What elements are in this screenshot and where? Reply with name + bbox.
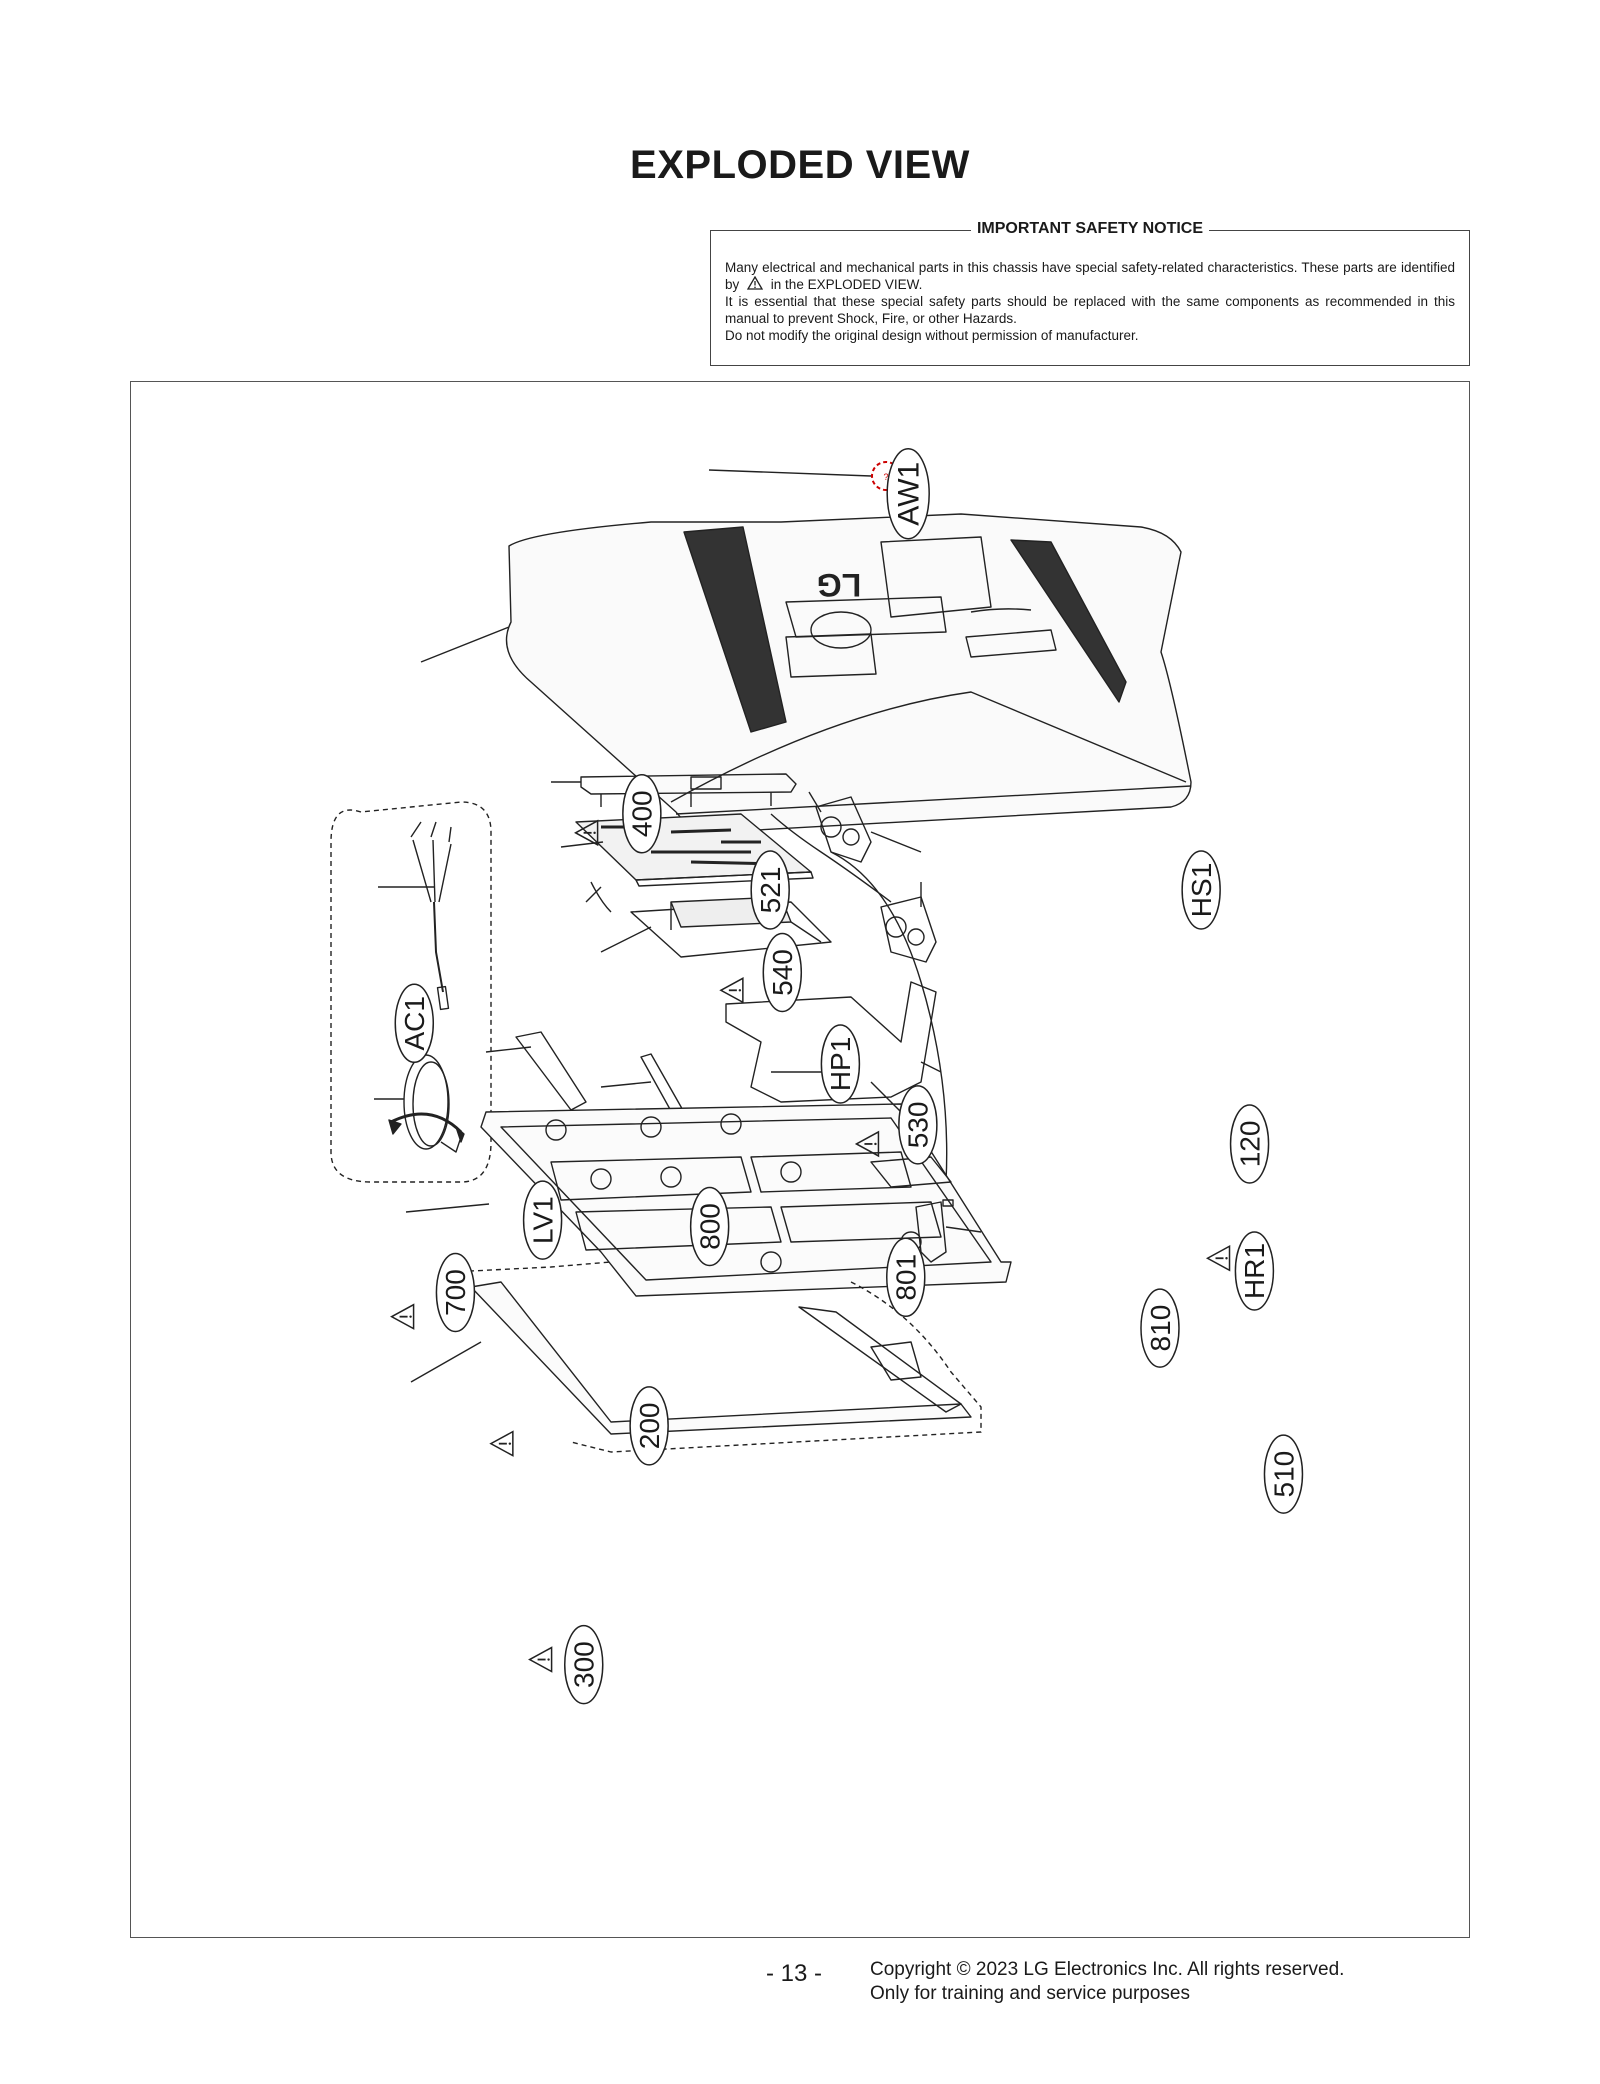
safety-warning-icon-700 xyxy=(390,1303,415,1330)
copyright-line: Copyright © 2023 LG Electronics Inc. All… xyxy=(870,1959,1345,1980)
safety-warning-icon-530 xyxy=(854,1130,880,1158)
copyright-notice: Copyright © 2023 LG Electronics Inc. All… xyxy=(870,1958,1344,2006)
callout-800: 800 xyxy=(689,1186,730,1267)
callout-label-700: 700 xyxy=(440,1269,471,1316)
callout-521: 521 xyxy=(750,850,790,930)
callout-540: 540 xyxy=(762,932,803,1013)
leader-510 xyxy=(945,1226,982,1233)
warning-triangle-icon xyxy=(747,276,764,290)
harness-hs1-part xyxy=(770,813,892,903)
harness-hr1-part xyxy=(830,851,948,1192)
safety-notice-paragraph-2: It is essential that these special safet… xyxy=(725,294,1455,326)
leader-hp1 xyxy=(585,886,602,903)
callout-200: 200 xyxy=(629,1386,669,1466)
leader-hr1 xyxy=(920,1061,942,1073)
callout-aw1: AW1 xyxy=(886,448,930,540)
bracket-part xyxy=(580,773,797,807)
callout-label-ac1: AC1 xyxy=(399,996,430,1050)
usage-note: Only for training and service purposes xyxy=(870,1983,1190,2004)
safety-notice-paragraph-1: Many electrical and mechanical parts in … xyxy=(725,259,1455,293)
safety-notice-box: IMPORTANT SAFETY NOTICE Many electrical … xyxy=(710,220,1470,366)
callout-810: 810 xyxy=(1140,1288,1180,1368)
callout-510: 510 xyxy=(1263,1434,1304,1514)
safety-warning-icon-120 xyxy=(1205,1244,1231,1272)
speaker-part-lower xyxy=(880,896,937,963)
callout-530: 530 xyxy=(898,1085,938,1165)
callout-hr1: HR1 xyxy=(1234,1231,1275,1311)
safety-notice-line1-pre: Many electrical and mechanical parts in … xyxy=(725,260,1455,292)
callout-label-lv1: LV1 xyxy=(527,1196,558,1244)
leader-801 xyxy=(600,1081,652,1088)
callout-700: 700 xyxy=(435,1252,476,1333)
callout-label-hs1: HS1 xyxy=(1186,863,1217,917)
callout-400: 400 xyxy=(622,774,662,854)
leader-400 xyxy=(420,626,510,663)
callout-label-521: 521 xyxy=(755,867,786,914)
callout-label-300: 300 xyxy=(569,1641,600,1688)
callout-hp1: HP1 xyxy=(820,1024,861,1104)
callout-120: 120 xyxy=(1229,1104,1270,1184)
callout-801: 801 xyxy=(886,1237,926,1318)
aw1-marker-symbol: ? xyxy=(883,472,888,482)
safety-notice-body: Many electrical and mechanical parts in … xyxy=(725,259,1455,344)
harness-hp1-part xyxy=(590,881,612,913)
power-supply-part xyxy=(630,896,832,958)
callout-label-530: 530 xyxy=(903,1102,934,1149)
callout-label-120: 120 xyxy=(1234,1121,1265,1168)
safety-notice-heading: IMPORTANT SAFETY NOTICE xyxy=(970,220,1210,237)
callout-label-hp1: HP1 xyxy=(825,1037,856,1091)
callout-hs1: HS1 xyxy=(1181,850,1221,930)
callout-label-hr1: HR1 xyxy=(1239,1243,1270,1299)
safety-warning-icon-200 xyxy=(489,1430,514,1457)
safety-notice-line1-post: in the EXPLODED VIEW. xyxy=(770,277,923,292)
leader-aw1 xyxy=(708,469,872,477)
callout-label-800: 800 xyxy=(694,1203,725,1250)
leader-300 xyxy=(410,1341,482,1383)
callout-label-200: 200 xyxy=(634,1403,665,1450)
leader-hs1 xyxy=(808,791,822,813)
back-cover-part: LG xyxy=(505,513,1192,833)
callout-label-801: 801 xyxy=(891,1254,922,1301)
exploded-view-diagram: ? LG xyxy=(130,381,1470,1938)
connector-board-part xyxy=(915,1199,954,1263)
accessory-group-outline xyxy=(330,801,492,1183)
callout-label-510: 510 xyxy=(1268,1451,1299,1498)
av-cable-part xyxy=(410,821,452,1011)
lg-brand-mark: LG xyxy=(817,567,861,603)
power-cord-part xyxy=(403,1054,462,1153)
safety-warning-icon-540 xyxy=(719,977,744,1004)
page-number: - 13 - xyxy=(766,1960,823,1987)
callout-label-810: 810 xyxy=(1145,1305,1176,1352)
leader-530 xyxy=(600,926,652,953)
leader-540 xyxy=(560,841,604,848)
callout-label-aw1: AW1 xyxy=(893,462,926,526)
leader-800 xyxy=(485,1046,532,1053)
safety-warning-icon-300 xyxy=(528,1646,553,1673)
front-frame-part xyxy=(450,1261,982,1453)
safety-notice-paragraph-3: Do not modify the original design withou… xyxy=(725,328,1139,343)
callout-ac1: AC1 xyxy=(394,983,435,1064)
callout-lv1: LV1 xyxy=(522,1180,563,1260)
lever-arrow-part xyxy=(390,1112,463,1134)
exploded-view-drawing: ? LG xyxy=(330,448,1304,1705)
callout-label-400: 400 xyxy=(627,790,658,837)
leader-120 xyxy=(870,831,922,907)
page-title: EXPLODED VIEW xyxy=(630,143,970,187)
callout-label-540: 540 xyxy=(767,949,798,996)
speaker-part-upper xyxy=(815,796,872,863)
leader-200 xyxy=(405,1203,490,1213)
safety-warning-icon-400 xyxy=(574,819,599,847)
control-bracket-part xyxy=(515,1031,587,1111)
callout-300: 300 xyxy=(564,1624,604,1705)
